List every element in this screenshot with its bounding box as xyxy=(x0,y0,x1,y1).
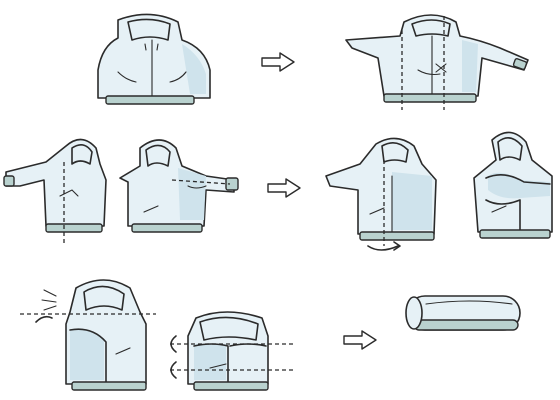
step-1-hoodie-flat xyxy=(97,13,211,105)
step-6-rolled-bundle xyxy=(405,295,521,331)
step-5-hood-tuck xyxy=(20,279,294,391)
step-2-hoodie-arms-out xyxy=(345,14,529,110)
step-3-left-sleeve-fold xyxy=(3,138,239,246)
right-arrow-icon xyxy=(343,330,377,350)
right-arrow-icon xyxy=(261,52,295,72)
right-arrow-icon xyxy=(267,178,301,198)
step-4-sides-folded xyxy=(325,131,553,251)
